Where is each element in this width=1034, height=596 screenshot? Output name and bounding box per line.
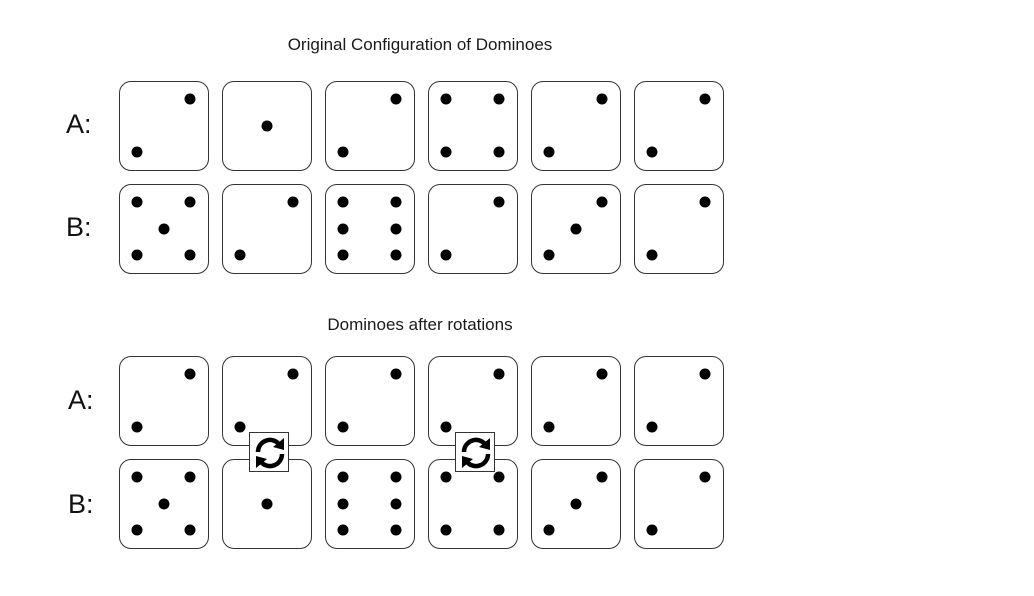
pip: [543, 249, 555, 261]
pip: [390, 223, 402, 234]
pip: [158, 498, 169, 509]
pip: [699, 196, 711, 208]
pip: [390, 471, 402, 483]
pip: [337, 421, 349, 433]
pip: [287, 196, 299, 208]
pip: [131, 421, 143, 433]
pip: [596, 196, 608, 208]
pip: [596, 471, 608, 483]
pip: [440, 471, 452, 483]
pip: [440, 421, 452, 433]
die-original-a-5: [531, 81, 621, 171]
die-rotated-b-1: [119, 459, 209, 549]
section-title-rotated: Dominoes after rotations: [327, 315, 513, 334]
pip: [493, 368, 505, 380]
die-rotated-a-4: [428, 356, 518, 446]
die-rotated-b-4: [428, 459, 518, 549]
pip: [493, 524, 505, 536]
pip: [646, 524, 658, 536]
die-rotated-a-1: [119, 356, 209, 446]
pip: [131, 471, 143, 483]
pip: [493, 146, 505, 158]
row-label-b-original: B:: [66, 212, 92, 242]
pip: [390, 249, 402, 261]
pip: [337, 223, 349, 234]
die-original-b-6: [634, 184, 724, 274]
rotate-arrows-icon: [455, 432, 495, 472]
die-original-a-6: [634, 81, 724, 171]
pip: [543, 524, 555, 536]
pip: [184, 249, 196, 261]
die-original-b-1: [119, 184, 209, 274]
pip: [440, 146, 452, 158]
pip: [287, 368, 299, 380]
pip: [493, 471, 505, 483]
die-original-b-3: [325, 184, 415, 274]
die-original-a-2: [222, 81, 312, 171]
pip: [390, 368, 402, 380]
die-rotated-a-3: [325, 356, 415, 446]
pip: [596, 368, 608, 380]
row-label-a-rotated: A:: [68, 385, 94, 415]
pip: [184, 471, 196, 483]
row-label-a-original: A:: [66, 109, 92, 139]
pip: [699, 93, 711, 105]
die-rotated-a-2: [222, 356, 312, 446]
die-original-b-4: [428, 184, 518, 274]
pip: [570, 498, 581, 509]
die-original-a-4: [428, 81, 518, 171]
pip: [646, 146, 658, 158]
die-original-a-1: [119, 81, 209, 171]
die-rotated-b-3: [325, 459, 415, 549]
pip: [184, 368, 196, 380]
pip: [440, 524, 452, 536]
pip: [337, 196, 349, 208]
section-title-original: Original Configuration of Dominoes: [287, 35, 553, 54]
die-original-b-5: [531, 184, 621, 274]
pip: [699, 368, 711, 380]
pip: [646, 249, 658, 261]
pip: [337, 524, 349, 536]
pip: [493, 93, 505, 105]
pip: [158, 223, 169, 234]
die-rotated-b-2: [222, 459, 312, 549]
pip: [337, 146, 349, 158]
rotate-arrows-icon: [249, 432, 289, 472]
pip: [440, 93, 452, 105]
pip: [390, 196, 402, 208]
pip: [184, 524, 196, 536]
pip: [261, 120, 272, 131]
pip: [234, 421, 246, 433]
pip: [337, 471, 349, 483]
pip: [131, 524, 143, 536]
pip: [261, 498, 272, 509]
pip: [131, 196, 143, 208]
pip: [543, 146, 555, 158]
pip: [234, 249, 246, 261]
pip: [543, 421, 555, 433]
pip: [646, 421, 658, 433]
pip: [390, 524, 402, 536]
pip: [131, 146, 143, 158]
pip: [390, 93, 402, 105]
pip: [184, 93, 196, 105]
pip: [337, 498, 349, 509]
die-original-a-3: [325, 81, 415, 171]
pip: [596, 93, 608, 105]
pip: [699, 471, 711, 483]
die-rotated-a-5: [531, 356, 621, 446]
pip: [184, 196, 196, 208]
pip: [493, 196, 505, 208]
pip: [131, 249, 143, 261]
die-rotated-b-5: [531, 459, 621, 549]
pip: [337, 249, 349, 261]
die-rotated-b-6: [634, 459, 724, 549]
row-label-b-rotated: B:: [68, 489, 94, 519]
pip: [390, 498, 402, 509]
die-original-b-2: [222, 184, 312, 274]
die-rotated-a-6: [634, 356, 724, 446]
pip: [570, 223, 581, 234]
pip: [440, 249, 452, 261]
